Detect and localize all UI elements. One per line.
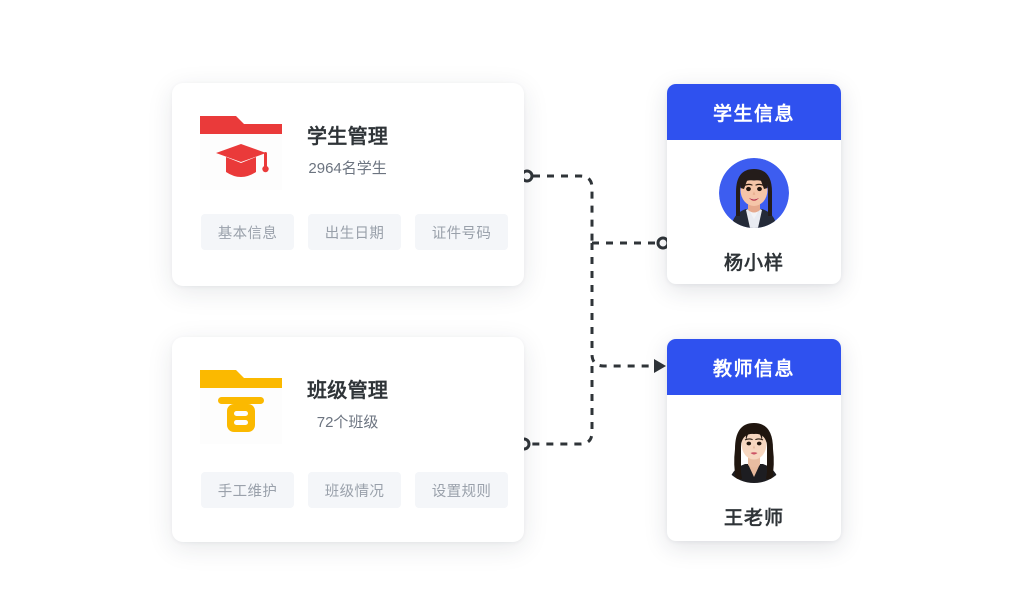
- tag-class-status[interactable]: 班级情况: [308, 472, 401, 508]
- teacher-info-header: 教师信息: [667, 339, 841, 395]
- tag-basic-info[interactable]: 基本信息: [201, 214, 294, 250]
- teacher-info-body: 王老师: [667, 395, 841, 541]
- class-module-tags: 手工维护 班级情况 设置规则: [201, 472, 508, 508]
- teacher-avatar: [719, 413, 789, 483]
- student-avatar: [719, 158, 789, 228]
- teacher-info-port-arrow-icon: [654, 359, 666, 373]
- student-management-card[interactable]: 学生管理 2964名学生 基本信息 出生日期 证件号码: [172, 83, 524, 286]
- teacher-info-card[interactable]: 教师信息: [667, 339, 841, 541]
- tag-manual-maintenance[interactable]: 手工维护: [201, 472, 294, 508]
- connector-trunk-to-class: [531, 366, 594, 446]
- class-module-subtitle: 72个班级: [316, 413, 379, 431]
- student-info-header: 学生信息: [667, 84, 841, 140]
- teacher-info-name: 王老师: [723, 508, 784, 529]
- student-module-title: 学生管理: [307, 125, 389, 148]
- class-module-header: 班级管理 72个班级: [200, 366, 388, 444]
- folder-graduation-cap-icon: [200, 112, 282, 190]
- connector-student-to-trunk: [533, 174, 594, 243]
- student-info-card[interactable]: 学生信息: [667, 84, 841, 284]
- student-module-subtitle: 2964名学生: [308, 159, 387, 177]
- tag-id-number[interactable]: 证件号码: [415, 214, 508, 250]
- student-info-body: 杨小样: [667, 140, 841, 284]
- student-info-name: 杨小样: [723, 253, 784, 274]
- connector-trunk-middle: [590, 243, 656, 368]
- tag-birth-date[interactable]: 出生日期: [308, 214, 401, 250]
- student-module-text: 学生管理 2964名学生: [307, 125, 388, 178]
- student-module-header: 学生管理 2964名学生: [200, 112, 388, 190]
- tag-set-rules[interactable]: 设置规则: [415, 472, 508, 508]
- student-module-tags: 基本信息 出生日期 证件号码: [201, 214, 508, 250]
- class-management-card[interactable]: 班级管理 72个班级 手工维护 班级情况 设置规则: [172, 337, 524, 542]
- folder-classroom-desk-icon: [200, 366, 282, 444]
- class-module-text: 班级管理 72个班级: [307, 379, 388, 432]
- class-module-title: 班级管理: [307, 379, 389, 402]
